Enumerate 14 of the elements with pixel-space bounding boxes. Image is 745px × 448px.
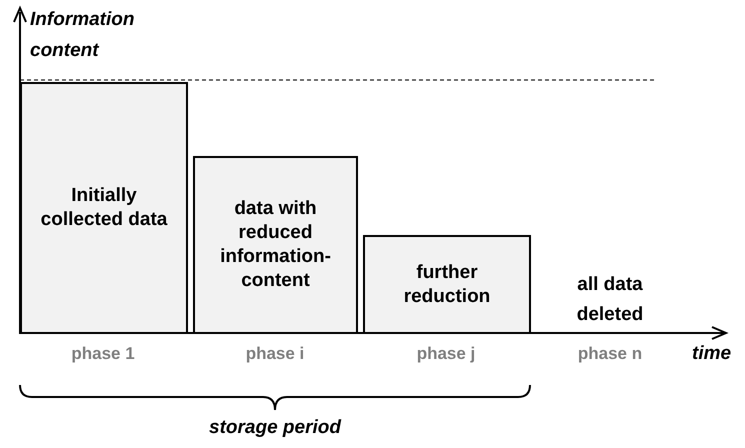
phase-label: phase i (244, 343, 306, 365)
status-text: all data deleted (576, 273, 644, 327)
bracket-label: storage period (208, 416, 342, 440)
box-text: Initially collected data (40, 184, 168, 232)
phase-box (193, 156, 358, 334)
box-text: further reduction (402, 260, 492, 308)
phase-label: phase j (416, 343, 476, 365)
phase-box (363, 235, 531, 334)
phase-label: phase 1 (70, 343, 136, 365)
box-text: data with reduced information-content (219, 197, 332, 293)
phase-label: phase n (576, 343, 644, 365)
axis-title: time (692, 342, 732, 366)
axis-title: Information content (30, 8, 136, 63)
phase-box (20, 82, 188, 334)
